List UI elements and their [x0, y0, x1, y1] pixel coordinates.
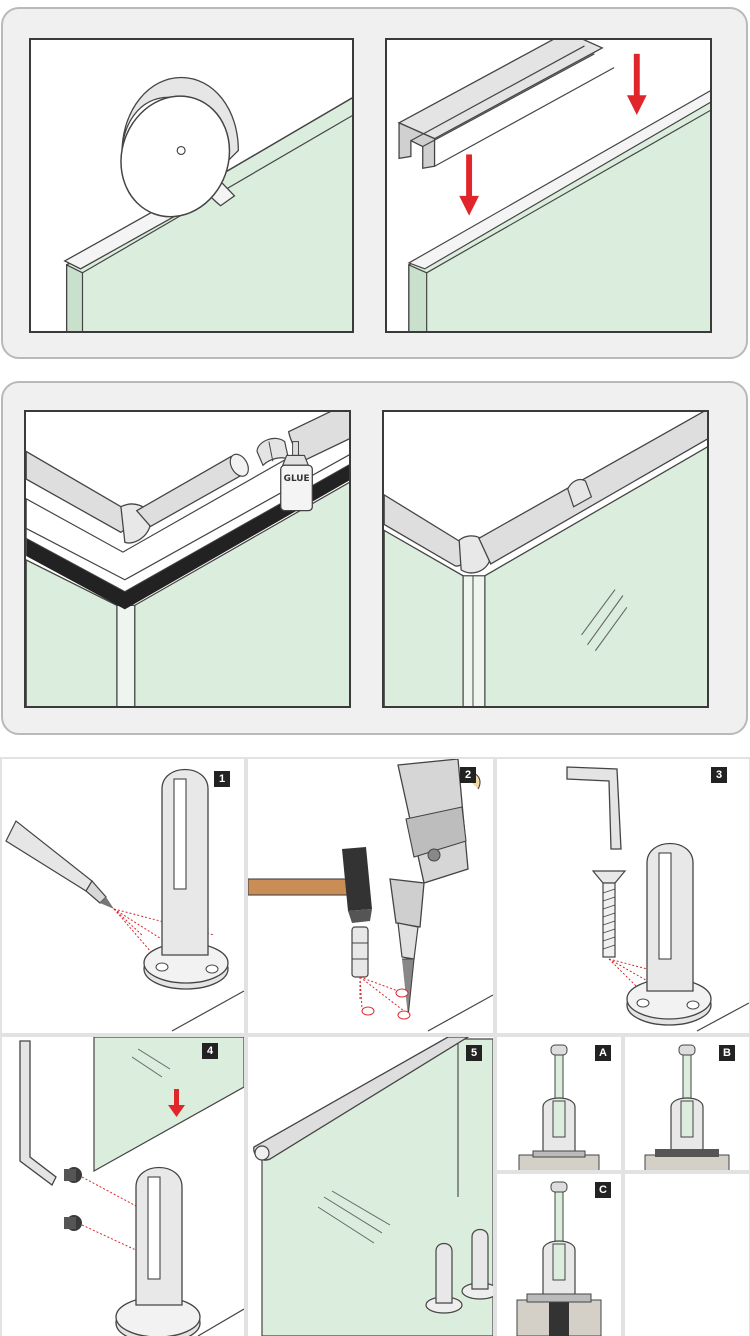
finished-corner-illustration	[384, 412, 707, 706]
step-badge-3: 3	[711, 767, 727, 783]
glass-pane-left	[384, 529, 464, 706]
grub-screw-icon	[64, 1167, 82, 1183]
step-1-panel: 1	[2, 759, 244, 1033]
glue-bottle-icon: GLUE	[280, 441, 313, 512]
glass-clamp-post	[626, 842, 712, 1026]
arrow-down-icon	[459, 154, 479, 216]
arrow-down-icon	[168, 1089, 185, 1117]
corner-glue-illustration: GLUE	[26, 412, 349, 706]
step-badge-5: 5	[466, 1045, 482, 1061]
empty-panel	[625, 1174, 749, 1336]
variant-b-panel: B	[625, 1037, 749, 1170]
variant-b-illustration	[644, 1044, 730, 1170]
hex-key-icon	[566, 766, 622, 850]
card-row-2: GLUE	[1, 381, 748, 735]
panel-u-channel	[385, 38, 712, 333]
tape-roll-icon	[120, 76, 239, 218]
panel-corner-glue: GLUE	[24, 410, 351, 708]
variant-badge-a: A	[595, 1045, 611, 1061]
variant-a-illustration	[518, 1044, 600, 1170]
step-4-illustration	[19, 1037, 244, 1336]
countersunk-bolt-icon	[591, 870, 627, 958]
arrow-down-icon	[626, 53, 647, 115]
variant-a-panel: A	[497, 1037, 621, 1170]
glass-clamp-post	[425, 1242, 463, 1314]
grub-screw-icon	[64, 1215, 82, 1231]
glass-clamp-post	[115, 1166, 201, 1336]
glue-label: GLUE	[284, 474, 310, 484]
tape-roll-illustration	[63, 76, 352, 331]
u-channel-illustration	[397, 40, 710, 331]
variant-c-illustration	[516, 1181, 602, 1336]
step-2-illustration	[248, 759, 493, 1032]
step-3-illustration	[566, 766, 749, 1032]
hex-key-icon	[19, 1040, 57, 1186]
step-badge-4: 4	[202, 1043, 218, 1059]
card-row-1	[1, 7, 748, 359]
variant-badge-c: C	[595, 1182, 611, 1198]
variant-c-panel: C	[497, 1174, 621, 1336]
top-rail	[384, 412, 707, 574]
drill-icon	[389, 759, 481, 1018]
glass-edge	[66, 263, 84, 331]
top-rail	[26, 450, 249, 544]
anchor-plug-icon	[351, 926, 369, 978]
step-badge-1: 1	[214, 771, 230, 787]
step-4-panel: 4	[2, 1037, 244, 1336]
top-rail	[253, 1037, 470, 1161]
u-channel-profile	[397, 40, 615, 169]
marker-pen-icon	[5, 820, 114, 909]
glass-clamp-post	[461, 1228, 493, 1300]
step-2-panel: 2	[248, 759, 493, 1033]
glass-clamp-post	[143, 768, 229, 990]
panel-finished-corner	[382, 410, 709, 708]
step-badge-2: 2	[460, 767, 476, 783]
step-5-illustration	[253, 1037, 493, 1336]
hammer-icon	[248, 847, 372, 923]
step-5-panel: 5	[248, 1037, 493, 1336]
variant-badge-b: B	[719, 1045, 735, 1061]
panel-tape-roll	[29, 38, 354, 333]
step-3-panel: 3	[497, 759, 749, 1033]
glass-pane	[93, 1037, 244, 1173]
step-1-illustration	[5, 768, 244, 1032]
installation-steps-grid: 1	[0, 757, 750, 1336]
glass-pane-left	[26, 559, 118, 706]
